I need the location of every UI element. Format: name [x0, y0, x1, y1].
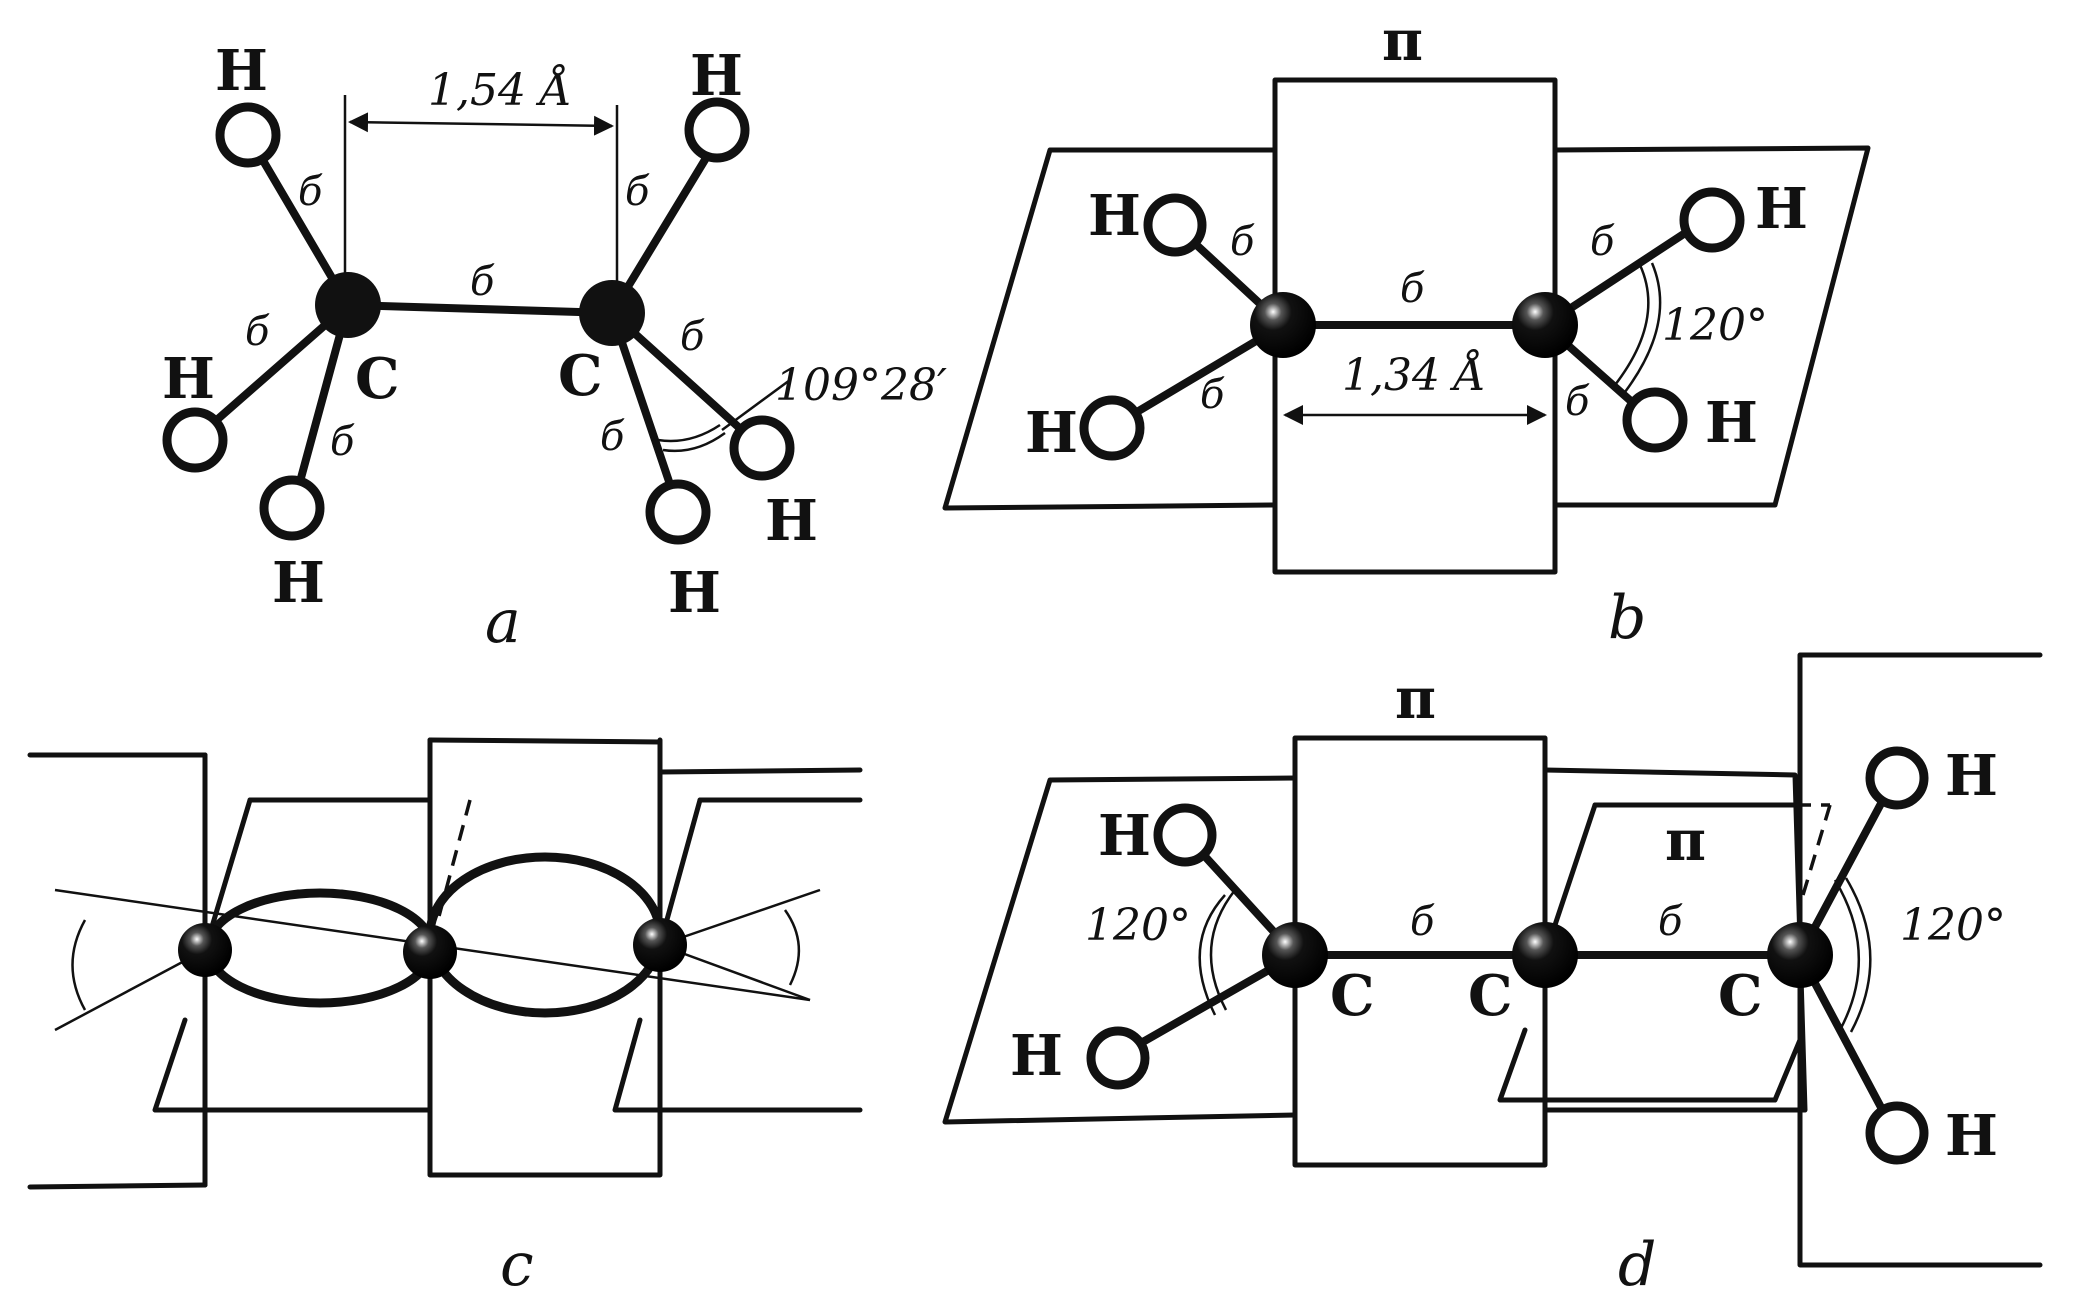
pi-label: π [1395, 666, 1436, 732]
bond-length-label: 1,34 Å [1342, 348, 1486, 401]
carbon-atom-2 [579, 280, 645, 346]
c-label: C [1468, 963, 1513, 1029]
bond-length-label: 1,54 Å [428, 63, 572, 116]
h-label: H [1705, 390, 1758, 456]
h-label: H [1098, 803, 1151, 869]
pi-label: π [1382, 8, 1423, 74]
sigma-label: б [1200, 372, 1225, 418]
h-label: H [1088, 183, 1141, 249]
sigma-label: б [245, 309, 270, 355]
hydrogen-atom [1679, 187, 1745, 253]
carbon-atom [178, 923, 232, 977]
sigma-label: б [1410, 899, 1435, 945]
angle-label: 120° [1085, 900, 1191, 951]
sigma-label: б [1400, 266, 1425, 312]
hydrogen-atom [645, 479, 711, 545]
h-label: H [272, 550, 325, 616]
hydrogen-atom [1079, 395, 1145, 461]
angle-label: 120° [1662, 300, 1768, 351]
caption-a: a [485, 587, 521, 657]
panel-c-orbitals: c [27, 737, 863, 1300]
c-label: C [1718, 963, 1763, 1029]
hydrogen-atom [684, 97, 750, 163]
sigma-label: б [1565, 379, 1590, 425]
hydrogen-atom [1865, 1101, 1929, 1165]
carbon-atom [1767, 922, 1833, 988]
hydrogen-atom [1622, 387, 1688, 453]
h-label: H [162, 346, 215, 412]
hydrogen-atom [259, 475, 325, 541]
sigma-label: б [470, 259, 495, 305]
caption-d: d [1618, 1230, 1656, 1300]
h-label: H [1025, 400, 1078, 466]
carbon-atom [1250, 292, 1316, 358]
panel-d-allene: π π 120° 120° H H H H [942, 652, 2043, 1300]
caption-b: b [1608, 583, 1646, 653]
h-label: H [1755, 176, 1808, 242]
hydrogen-atom [1086, 1026, 1150, 1090]
sigma-label: б [1590, 219, 1615, 265]
sigma-label: б [298, 169, 323, 215]
panel-a-ethane: 1,54 Å 109°28′ H H H H H H C C б б б [162, 38, 947, 657]
tetrahedral-angle-label: 109°28′ [775, 360, 947, 411]
sigma-label: б [1658, 899, 1683, 945]
h-label: H [1010, 1023, 1063, 1089]
hydrogen-atom [729, 415, 795, 481]
hydrogen-atom [1865, 746, 1929, 810]
hydrogen-atom [162, 407, 228, 473]
panel-b-ethylene: π 1,34 Å 120° H H H H б б б б б b [942, 8, 1871, 653]
hydrogen-atom [1153, 803, 1217, 867]
carbon-atom [1262, 922, 1328, 988]
h-label: H [215, 38, 268, 104]
carbon-atom [1512, 292, 1578, 358]
sigma-label: б [680, 314, 705, 360]
hydrogen-atom [215, 102, 281, 168]
pi-label: π [1665, 808, 1706, 874]
sigma-label: б [1230, 219, 1255, 265]
carbon-atom-1 [315, 272, 381, 338]
sigma-label: б [625, 169, 650, 215]
h-label: H [765, 488, 818, 554]
carbon-atom [403, 925, 457, 979]
hydrogen-atom [1143, 193, 1207, 257]
h-label: H [690, 43, 743, 109]
caption-c: c [500, 1230, 534, 1300]
carbon-atom [1512, 922, 1578, 988]
h-label: H [668, 560, 721, 626]
sigma-label: б [600, 414, 625, 460]
c-label: C [355, 346, 400, 412]
angle-label: 120° [1900, 900, 2006, 951]
h-label: H [1945, 1103, 1998, 1169]
sigma-label: б [330, 419, 355, 465]
c-label: C [558, 343, 603, 409]
h-label: H [1945, 743, 1998, 809]
c-label: C [1330, 963, 1375, 1029]
carbon-atom [633, 918, 687, 972]
